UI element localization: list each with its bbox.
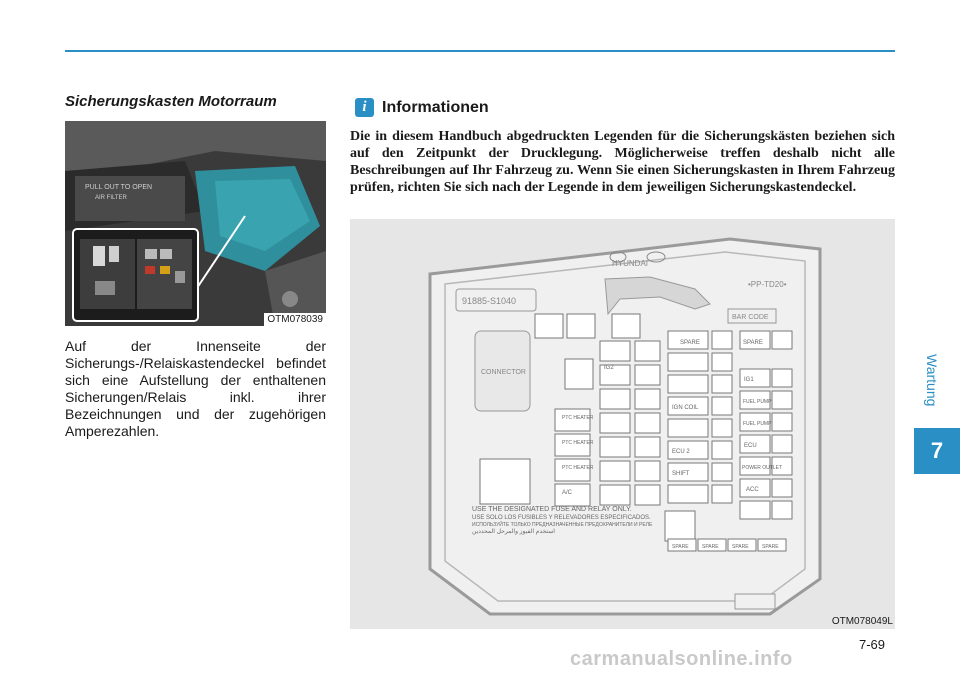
fuse-label-spare-6: SPARE [762, 544, 779, 550]
photo-code: OTM078039 [264, 313, 326, 326]
fuse-label-ptc-3: PTC HEATER [562, 465, 594, 471]
fuse-label-fuel-2: FUEL PUMP [743, 421, 772, 427]
fuse-label-spare-2: SPARE [743, 340, 763, 346]
brand-mark: HYUNDAI [612, 259, 648, 268]
fuse-label-ecu2: ECU 2 [672, 449, 690, 455]
bar-code-label: BAR CODE [732, 314, 769, 321]
fuse-label-ig2: IG2 [604, 365, 614, 371]
fuse-label-acc: ACC [746, 487, 759, 493]
chapter-name: Wartung [924, 353, 940, 407]
info-icon: i [355, 98, 374, 117]
fuse-label-ign: IGN COIL [672, 405, 699, 411]
fuse-label-spare-5: SPARE [732, 544, 749, 550]
fuse-label-spare-4: SPARE [702, 544, 719, 550]
warning-line-1: USE THE DESIGNATED FUSE AND RELAY ONLY. [472, 506, 632, 513]
fuse-box-cover-drawing: HYUNDAI •PP-TD20• 91885-S1040 BAR CODE C… [428, 237, 822, 616]
fuse-label-ptc-2: PTC HEATER [562, 440, 594, 446]
page-number: 7-69 [859, 637, 886, 652]
diagram-code: OTM078049L [831, 616, 893, 627]
photo-label-pull: PULL OUT TO OPEN [85, 184, 152, 191]
part-number: 91885-S1040 [462, 296, 516, 306]
engine-bay-photo: PULL OUT TO OPEN AIR FILTER OTM078039 [65, 121, 326, 326]
pp-mark: •PP-TD20• [748, 280, 787, 289]
top-rule [65, 50, 895, 52]
fuse-label-spare-1: SPARE [680, 340, 700, 346]
watermark: carmanualsonline.info [570, 648, 793, 670]
body-paragraph: Auf der Innenseite der Sicherungs-/Relai… [65, 338, 326, 439]
info-heading: i Informationen [355, 98, 489, 117]
fuse-label-spare-3: SPARE [672, 544, 689, 550]
warning-line-2: USE SOLO LOS FUSIBLES Y RELEVADORES ESPE… [472, 515, 651, 521]
section-title: Sicherungskasten Motorraum [65, 93, 277, 110]
engine-bay-illustration: PULL OUT TO OPEN AIR FILTER [65, 121, 326, 326]
fuse-label-ecu: ECU [744, 443, 757, 449]
fuse-label-ptc-1: PTC HEATER [562, 415, 594, 421]
fuse-label-fuel-1: FUEL PUMP [743, 399, 772, 405]
warning-line-4: استخدم الفيوز والمرحل المحددين [472, 528, 555, 535]
photo-label-air: AIR FILTER [95, 195, 128, 201]
info-paragraph: Die in diesem Handbuch abgedruckten Lege… [350, 129, 895, 195]
warning-line-3: ИСПОЛЬЗУЙТЕ ТОЛЬКО ПРЕДНАЗНАЧЕННЫЕ ПРЕДО… [472, 520, 653, 528]
fuse-label-ig1: IG1 [744, 377, 754, 383]
info-title: Informationen [382, 98, 489, 116]
fuse-box-cover-diagram: HYUNDAI •PP-TD20• 91885-S1040 BAR CODE C… [350, 219, 895, 629]
fuse-label-ac: A/C [562, 490, 573, 496]
fuse-label-shift: SHIFT [672, 471, 690, 477]
chapter-number: 7 [914, 428, 960, 474]
fuse-label-power: POWER OUTLET [742, 465, 782, 471]
connector-label: CONNECTOR [481, 369, 526, 376]
